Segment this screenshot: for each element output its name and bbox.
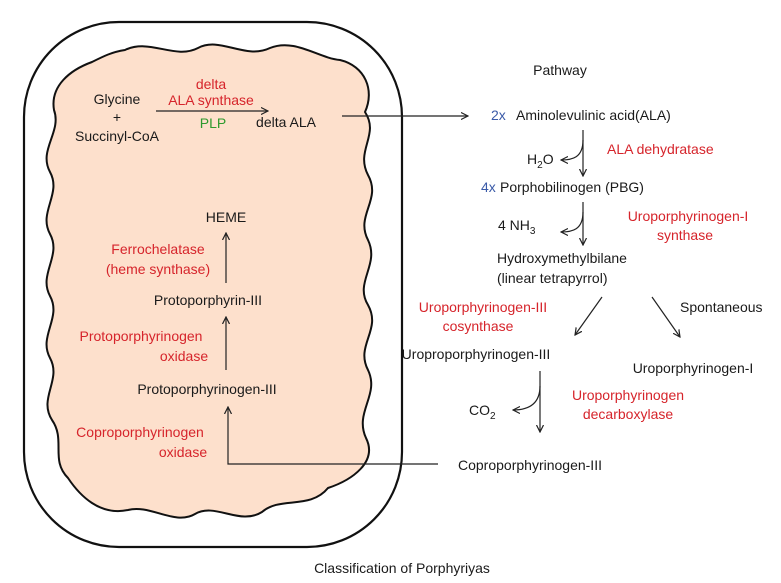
ala-synthase-enzyme-line2: ALA synthase bbox=[168, 92, 254, 108]
glycine-label: Glycine bbox=[94, 91, 141, 107]
hmb-label-line1: Hydroxymethylbilane bbox=[497, 250, 627, 266]
spontaneous-arrow bbox=[651, 296, 680, 337]
hmb-label-line2: (linear tetrapyrrol) bbox=[497, 270, 607, 286]
spontaneous-label: Spontaneous bbox=[680, 299, 763, 315]
uro3-label: Uroproporphyrinogen-III bbox=[402, 346, 551, 362]
protoporphyrinogen-oxidase-line1: Protoporphyrinogen bbox=[80, 328, 203, 344]
uro1-synthase-line1: Uroporphyrinogen-I bbox=[628, 208, 749, 224]
plp-cofactor-label: PLP bbox=[200, 115, 226, 131]
co2-label: CO2 bbox=[469, 402, 496, 422]
coproporphyrinogen-oxidase-line1: Coproporphyrinogen bbox=[76, 424, 204, 440]
water-label: H2O bbox=[527, 151, 554, 171]
ferrochelatase-enzyme-line2: (heme synthase) bbox=[106, 261, 210, 277]
uro3-cosynthase-line2: cosynthase bbox=[443, 318, 514, 334]
protoporphyrinogen-label: Protoporphyrinogen-III bbox=[137, 381, 276, 397]
water-release-curve bbox=[561, 139, 584, 160]
co2-release-curve bbox=[513, 385, 541, 410]
figure-caption: Classification of Porphyriyas bbox=[314, 560, 490, 576]
coproporphyrinogen-oxidase-line2: oxidase bbox=[159, 444, 207, 460]
succinyl-coa-label: Succinyl-CoA bbox=[75, 128, 160, 144]
protoporphyrinogen-oxidase-line2: oxidase bbox=[160, 348, 208, 364]
copro3-label: Coproporphyrinogen-III bbox=[458, 457, 602, 473]
ala-dehydratase-enzyme: ALA dehydratase bbox=[607, 141, 714, 157]
uro1-label: Uroporphyrinogen-I bbox=[633, 360, 754, 376]
ammonia-release-curve bbox=[561, 211, 584, 232]
ammonia-label: 4 NH3 bbox=[498, 217, 536, 237]
delta-ala-label: delta ALA bbox=[256, 114, 317, 130]
ala-label: Aminolevulinic acid(ALA) bbox=[516, 107, 671, 123]
pbg-label: Porphobilinogen (PBG) bbox=[500, 179, 644, 195]
uro1-synthase-line2: synthase bbox=[657, 227, 713, 243]
ala-multiplier: 2x bbox=[491, 107, 506, 123]
protoporphyrin-label: Protoporphyrin-III bbox=[154, 292, 262, 308]
ferrochelatase-enzyme-line1: Ferrochelatase bbox=[111, 241, 205, 257]
pbg-multiplier: 4x bbox=[481, 179, 496, 195]
heme-label: HEME bbox=[206, 209, 246, 225]
pathway-title: Pathway bbox=[533, 62, 587, 78]
plus-sign: + bbox=[113, 109, 121, 125]
uro3-cosynthase-arrow bbox=[575, 296, 603, 335]
coproporphyrinogen-import-arrow bbox=[228, 407, 438, 465]
mitochondrion-inner-membrane bbox=[45, 43, 374, 519]
ala-synthase-enzyme-line1: delta bbox=[196, 76, 227, 92]
uro3-cosynthase-line1: Uroporphyrinogen-III bbox=[419, 299, 547, 315]
uro-decarboxylase-line2: decarboxylase bbox=[583, 406, 673, 422]
uro-decarboxylase-line1: Uroporphyrinogen bbox=[572, 387, 684, 403]
